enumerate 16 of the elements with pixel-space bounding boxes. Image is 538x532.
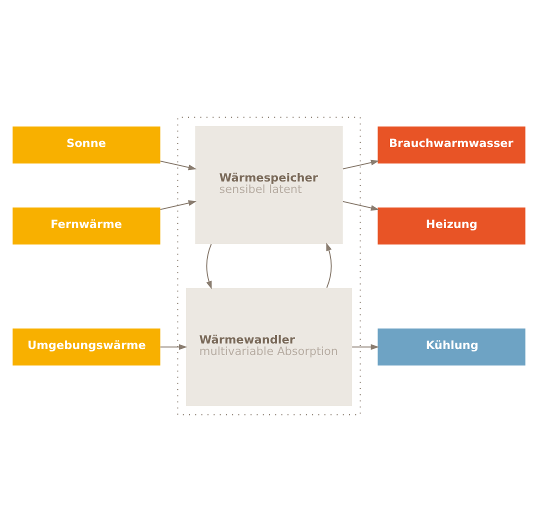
node-box: Brauchwarmwasser (378, 126, 526, 164)
arrow (206, 244, 212, 290)
node-box: Kühlung (378, 328, 526, 366)
node-box: Sonne (12, 126, 160, 164)
arrow (160, 200, 197, 210)
arrow (160, 344, 188, 350)
node-box: Umgebungswärme (12, 328, 160, 366)
arrow (342, 160, 380, 170)
node-box: Fernwärme (12, 208, 160, 244)
arrow (160, 160, 197, 170)
arrow (352, 344, 380, 350)
node-box: Wärmespeicher sensibel latent (195, 126, 343, 244)
arrow (342, 201, 380, 211)
arrow (326, 242, 332, 288)
node-box: Heizung (378, 208, 526, 244)
node-box: Wärmewandler multivariable Absorption (186, 288, 352, 406)
